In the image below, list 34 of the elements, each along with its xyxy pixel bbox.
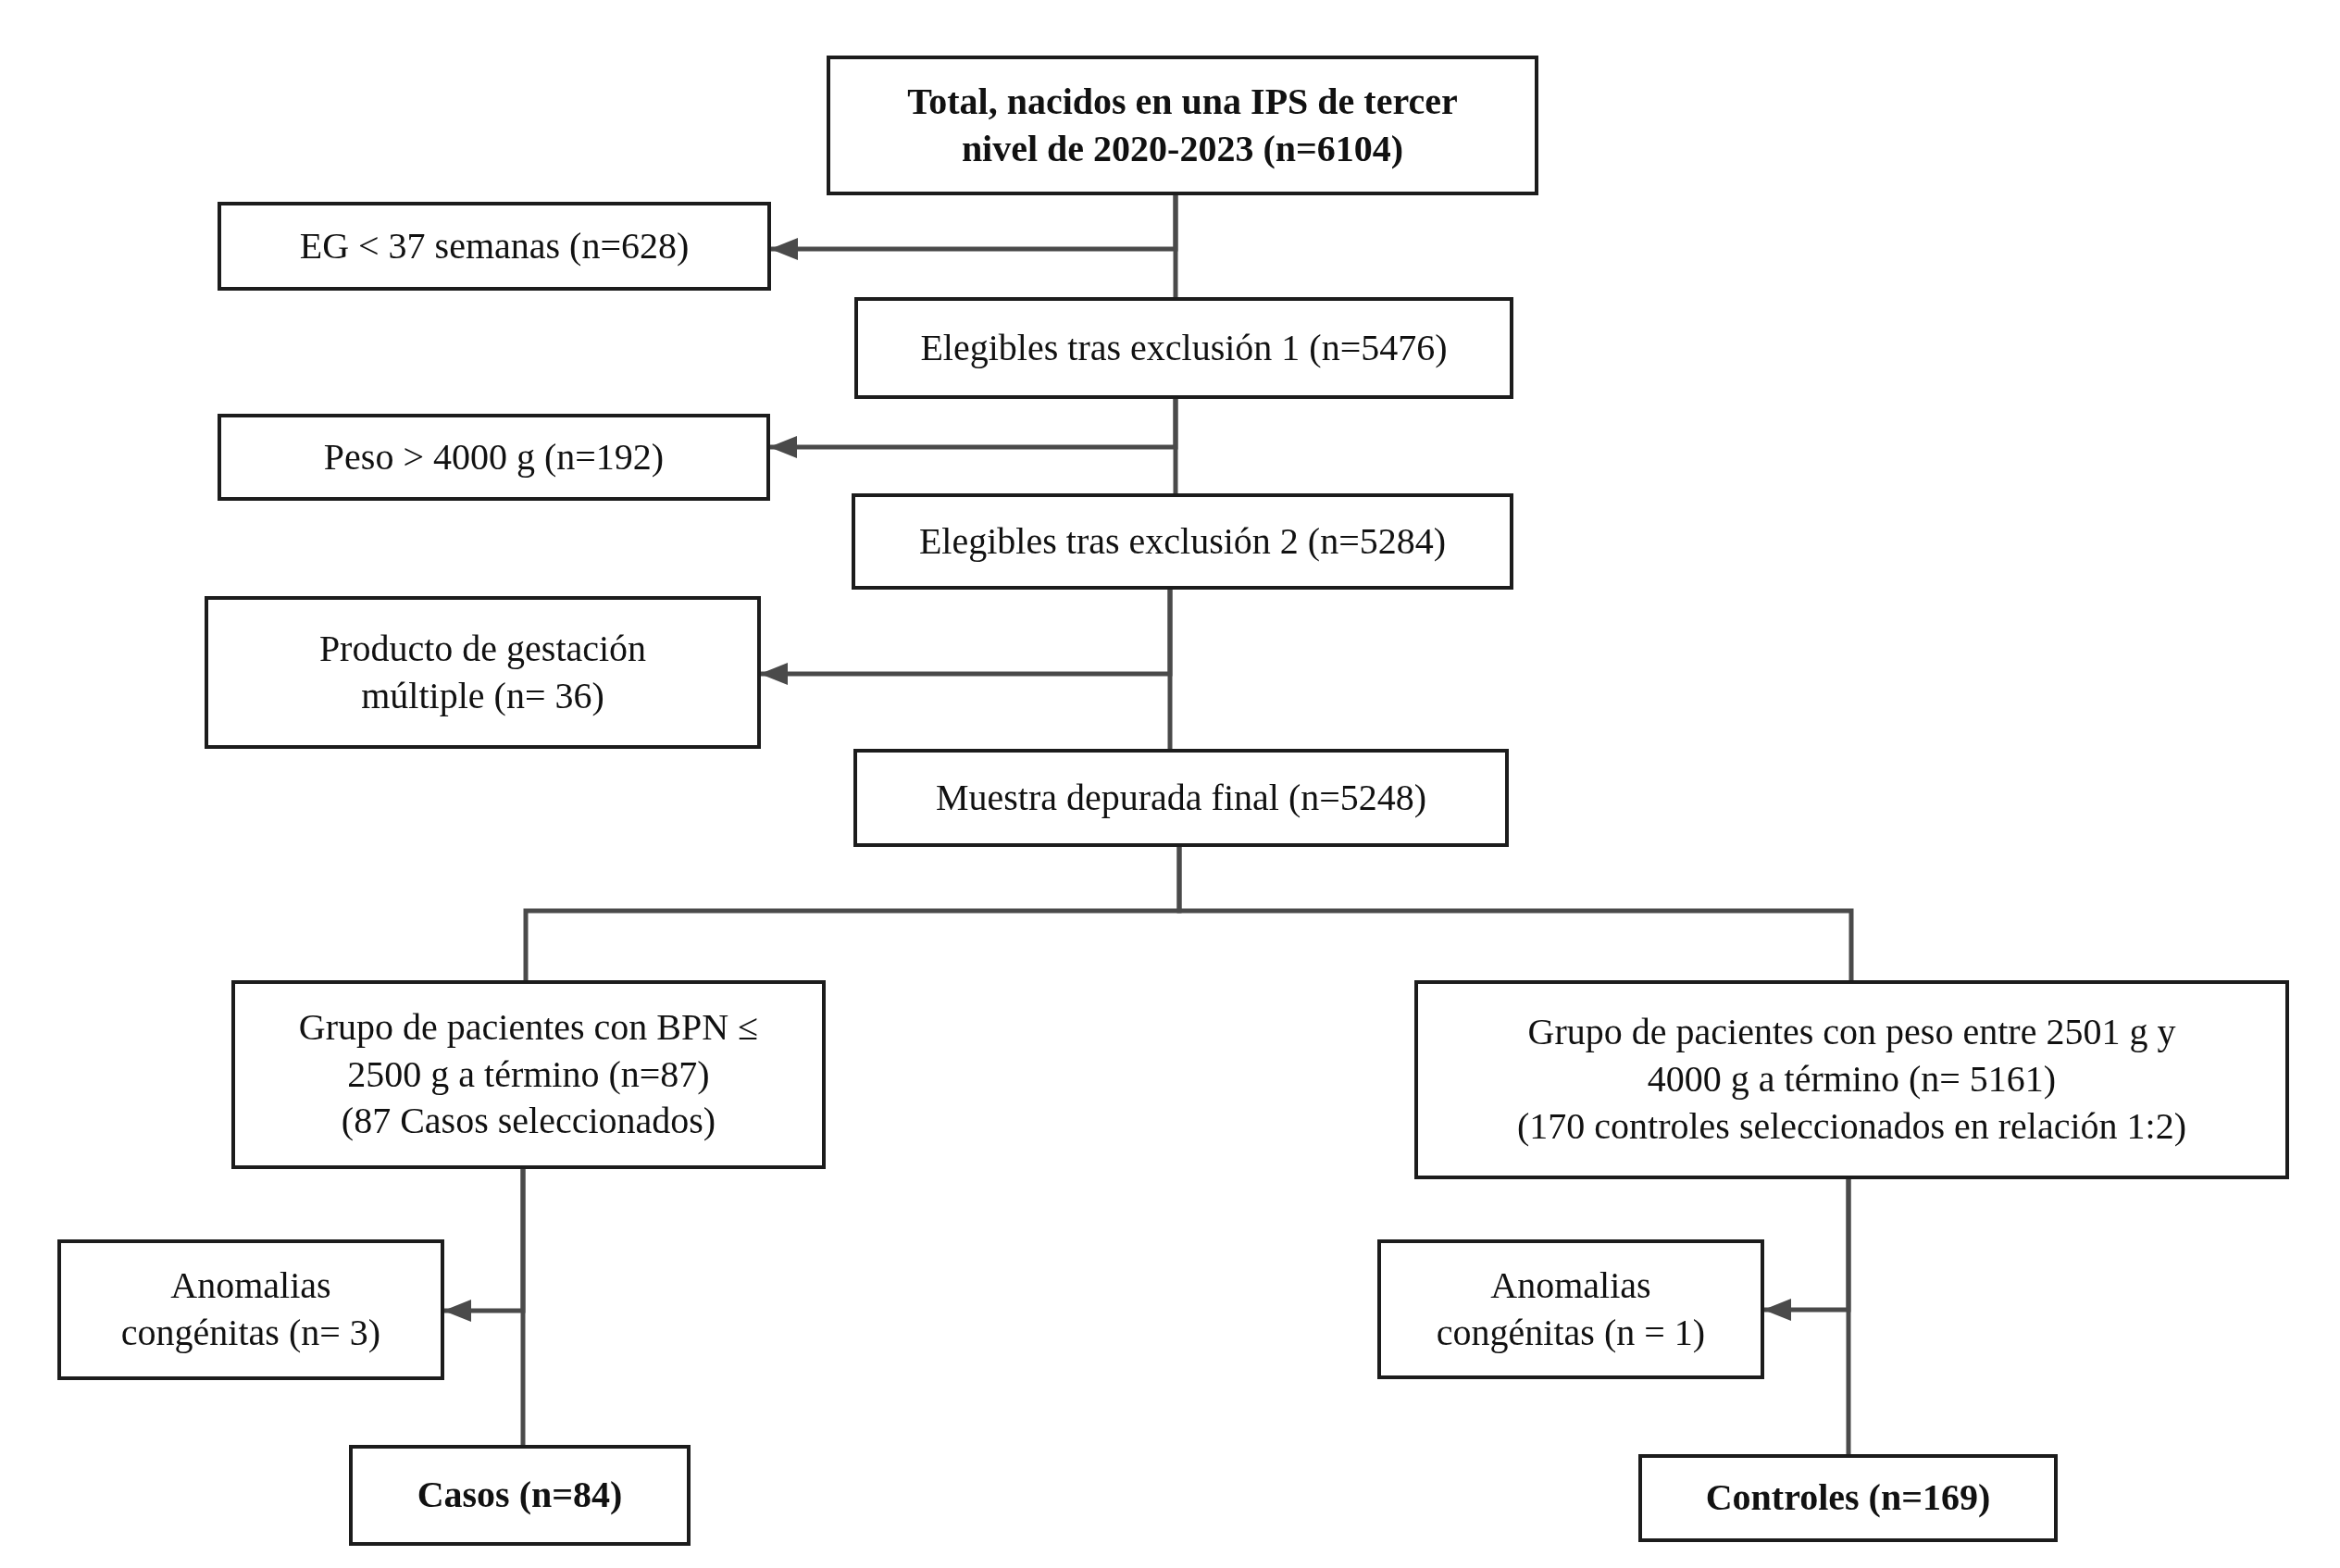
box-text: Muestra depurada final (n=5248) (935, 775, 1427, 820)
box-text: Casos (n=84) (417, 1473, 623, 1518)
arrow (443, 1169, 526, 1322)
box-text: Peso > 4000 g (n=192) (323, 434, 665, 479)
box-text: (170 controles seleccionados en relación 1:2) (1516, 1103, 2187, 1149)
process-box (854, 297, 1513, 399)
result-box (1638, 1454, 2058, 1542)
exclusion-box (1377, 1239, 1764, 1379)
box-text: Elegibles tras exclusión 2 (n=5284) (918, 518, 1447, 564)
box-text: Producto de gestación múltiple (n= 36) (317, 626, 648, 718)
box-text: Total, nacidos en una IPS de tercer nivel de 2020-2023 (n=6104) (906, 79, 1459, 171)
arrow (769, 399, 1178, 458)
process-box (852, 493, 1513, 590)
arrow (1763, 1179, 1851, 1321)
arrow (760, 590, 1173, 685)
exclusion-box (57, 1239, 444, 1380)
process-box (853, 749, 1509, 847)
exclusion-box (218, 414, 770, 501)
box-text: Elegibles tras exclusión 1 (n=5476) (920, 325, 1448, 370)
box-text: Grupo de pacientes con peso entre 2501 g y 4000 g a término (n= 5161) (1526, 1010, 2177, 1102)
box-text: Grupo de pacientes con BPN ≤ 2500 g a término (n=87) (297, 1004, 760, 1097)
box-text: EG < 37 semanas (n=628) (299, 223, 690, 268)
result-box (827, 56, 1538, 195)
exclusion-box (205, 596, 761, 749)
process-box (231, 980, 826, 1169)
box-text: (87 Casos seleccionados) (341, 1099, 716, 1144)
connector-line (1176, 847, 1854, 980)
exclusion-box (218, 202, 771, 291)
result-box (349, 1445, 691, 1546)
box-text: Controles (n=169) (1705, 1475, 1991, 1521)
box-text: Anomalias congénitas (n= 3) (119, 1263, 382, 1355)
arrow (770, 195, 1178, 260)
process-box (1414, 980, 2289, 1179)
box-text: Anomalias congénitas (n = 1) (1435, 1263, 1707, 1355)
